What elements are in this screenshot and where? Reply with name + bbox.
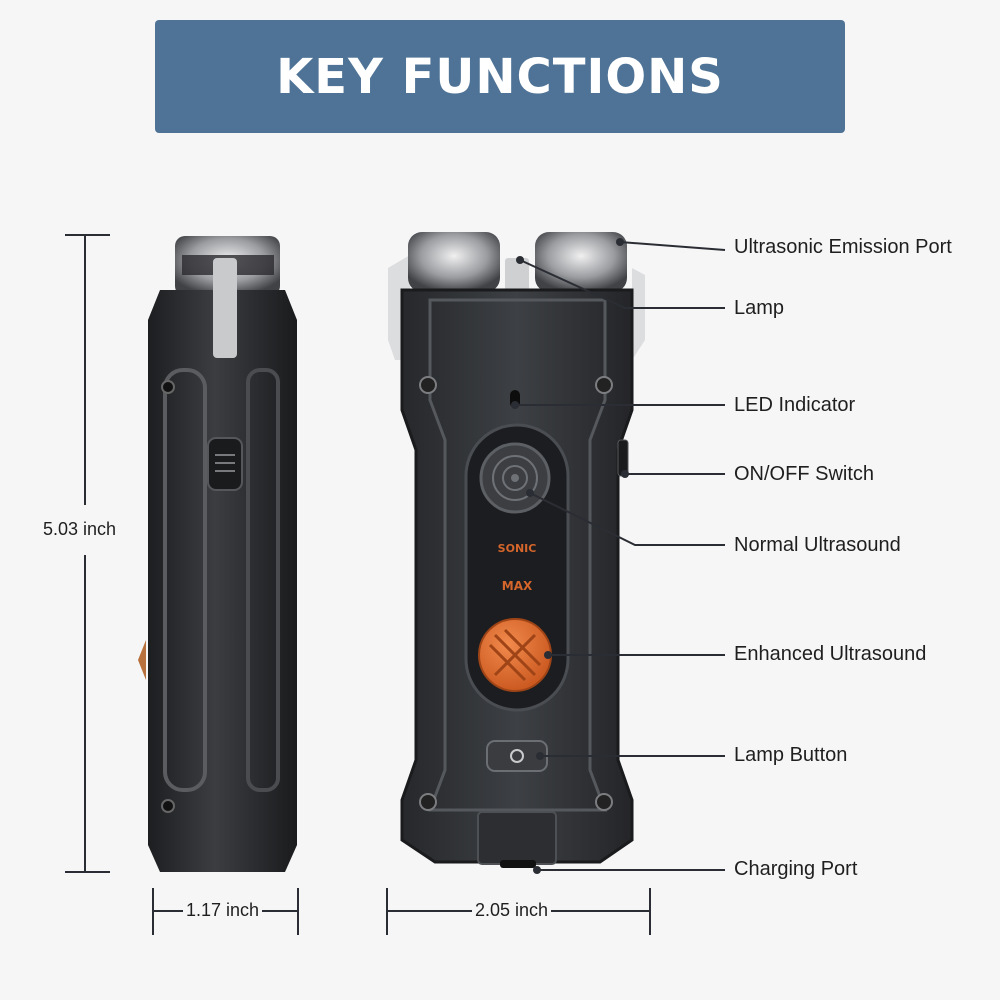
callout-charging-port: Charging Port — [734, 858, 858, 880]
screw-icon — [595, 793, 613, 811]
callout-dots — [511, 238, 629, 874]
lamp-icon — [505, 258, 529, 298]
charging-port-icon — [500, 860, 536, 868]
side-view-device — [138, 236, 297, 872]
page-title: KEY FUNCTIONS — [276, 48, 724, 105]
callout-ultrasonic-emission-port: Ultrasonic Emission Port — [734, 236, 952, 258]
callout-enhanced-ultrasound: Enhanced Ultrasound — [734, 643, 927, 665]
screw-icon — [419, 793, 437, 811]
callout-normal-ultrasound: Normal Ultrasound — [734, 534, 901, 556]
width-dimension-label: 2.05 inch — [472, 900, 552, 921]
callout-lines — [515, 241, 726, 871]
depth-dimension-label: 1.17 inch — [183, 900, 263, 921]
callout-lamp: Lamp — [734, 297, 785, 319]
callout-lamp-button: Lamp Button — [734, 744, 848, 766]
height-dimension-label: 5.03 inch — [40, 519, 120, 540]
side-body — [148, 290, 297, 872]
sonic-label: SONIC — [498, 542, 537, 555]
max-label: MAX — [502, 579, 533, 593]
callout-led-indicator: LED Indicator — [734, 394, 856, 416]
screw-icon — [419, 376, 437, 394]
title-banner: KEY FUNCTIONS — [155, 20, 845, 133]
side-clip — [213, 258, 237, 358]
lamp-sun-icon — [510, 749, 524, 763]
callout-on-off-switch: ON/OFF Switch — [734, 463, 875, 485]
emission-port-right — [535, 232, 627, 292]
screw-icon — [595, 376, 613, 394]
emission-port-left — [408, 232, 500, 292]
front-view-device: SONIC MAX — [388, 232, 645, 868]
